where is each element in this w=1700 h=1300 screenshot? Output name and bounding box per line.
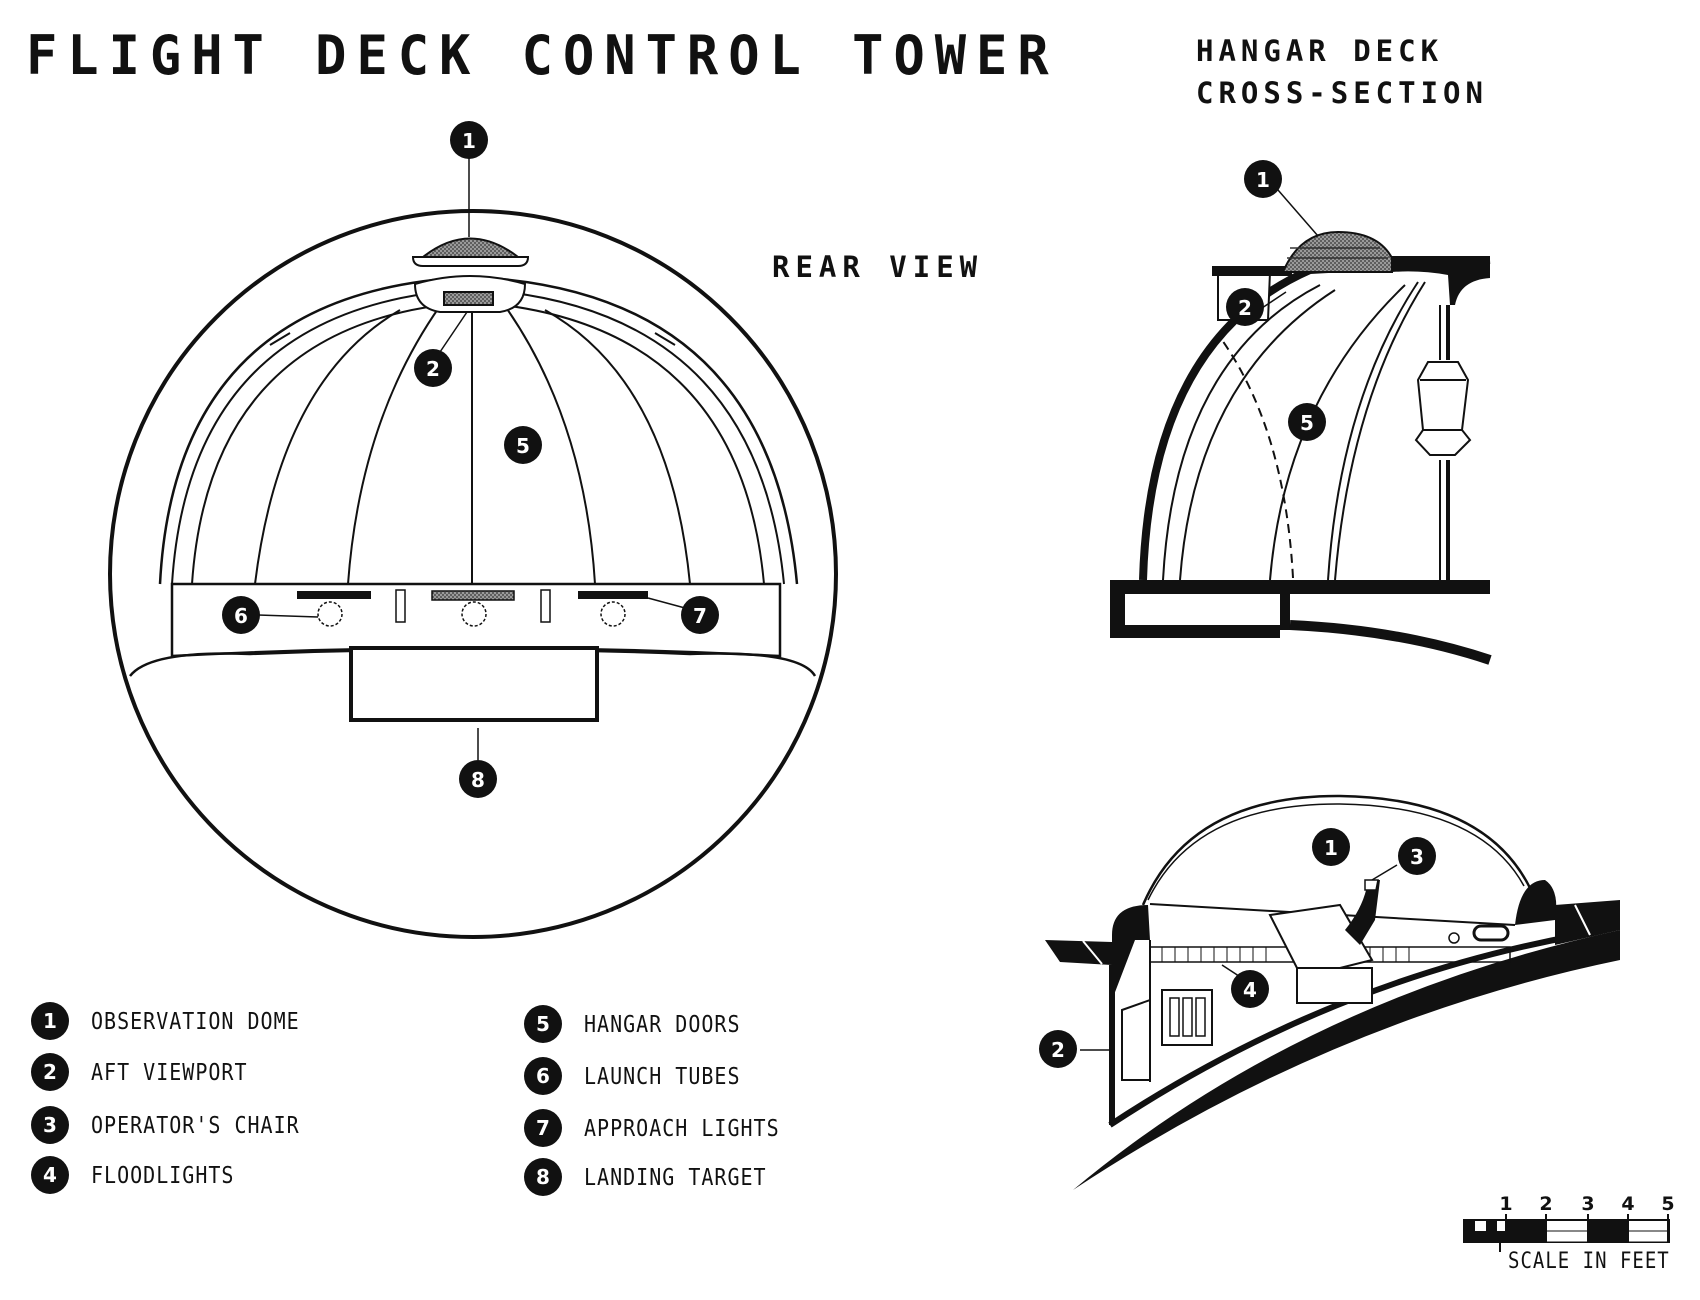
- legend-label: APPROACH LIGHTS: [584, 1114, 780, 1142]
- legend-label: OBSERVATION DOME: [91, 1007, 300, 1035]
- observation-dome: [420, 237, 521, 258]
- scale-tick-label: 1: [1499, 1193, 1512, 1215]
- scale-caption: SCALE IN FEET: [1508, 1248, 1670, 1274]
- callout-badge: 5: [504, 426, 542, 464]
- tower-outline: [108, 209, 838, 939]
- door-track-dashed: [1221, 339, 1294, 579]
- hangar-observation-dome: [1281, 230, 1393, 273]
- callout-number: 6: [234, 604, 248, 628]
- cockpit-cross-section: [1045, 794, 1620, 1190]
- hangar-shell: [1139, 256, 1491, 581]
- callout-badge: 5: [1288, 403, 1326, 441]
- hangar-callouts: 1 2 5: [1226, 160, 1326, 441]
- legend-item: 2 AFT VIEWPORT: [31, 1052, 248, 1092]
- callout-number: 2: [1238, 296, 1252, 320]
- callout-badge: 1: [1244, 160, 1282, 198]
- landing-target: [349, 646, 599, 722]
- legend-label: AFT VIEWPORT: [91, 1058, 248, 1086]
- legend-number: 8: [524, 1158, 562, 1196]
- legend-item: 3 OPERATOR'S CHAIR: [31, 1105, 300, 1145]
- legend-label: HANGAR DOORS: [584, 1010, 741, 1038]
- callout-badge: 8: [459, 760, 497, 798]
- callout-number: 2: [426, 357, 440, 381]
- legend-label: OPERATOR'S CHAIR: [91, 1111, 300, 1139]
- glass-dome: [1141, 794, 1532, 906]
- callout-number: 8: [471, 768, 485, 792]
- cockpit-hull: [1073, 930, 1620, 1190]
- callout-number: 5: [1300, 411, 1314, 435]
- rear-view: [108, 158, 838, 939]
- legend-item: 5 HANGAR DOORS: [524, 1004, 741, 1044]
- scale-tick-label: 2: [1539, 1193, 1552, 1215]
- callout-number: 1: [462, 129, 476, 153]
- callout-badge: 2: [414, 349, 452, 387]
- outer-arch: [158, 275, 799, 585]
- scale-bar: 1 2 3 4 5: [1463, 1193, 1675, 1252]
- scale-tick-label: 4: [1621, 1193, 1634, 1215]
- legend-label: FLOODLIGHTS: [91, 1161, 235, 1189]
- inner-arch-1: [171, 287, 785, 585]
- section-title-line-2: CROSS-SECTION: [1196, 76, 1488, 110]
- callout-badge: 1: [450, 121, 488, 159]
- legend-number: 2: [31, 1053, 69, 1091]
- legend-label: LAUNCH TUBES: [584, 1062, 741, 1090]
- inner-arch-2: [191, 300, 765, 585]
- callout-number: 3: [1410, 845, 1424, 869]
- hangar-lamp: [1414, 361, 1472, 456]
- legend-label: LANDING TARGET: [584, 1163, 767, 1191]
- callout-badge: 1: [1312, 828, 1350, 866]
- cockpit-callouts: 1 3 4 2: [1039, 828, 1436, 1068]
- callout-number: 4: [1243, 978, 1257, 1002]
- scale-tick-label: 5: [1661, 1193, 1674, 1215]
- legend-number: 4: [31, 1156, 69, 1194]
- callout-badge: 2: [1226, 288, 1264, 326]
- operator-chair: [1268, 903, 1374, 969]
- legend-item: 1 OBSERVATION DOME: [31, 1001, 300, 1041]
- callout-badge: 6: [222, 596, 260, 634]
- callout-badge: 2: [1039, 1030, 1077, 1068]
- callout-badge: 3: [1398, 837, 1436, 875]
- aft-viewport: [443, 291, 494, 306]
- legend-item: 6 LAUNCH TUBES: [524, 1056, 741, 1096]
- callout-number: 1: [1324, 836, 1338, 860]
- page-title: FLIGHT DECK CONTROL TOWER: [26, 24, 1059, 88]
- legend-item: 7 APPROACH LIGHTS: [524, 1108, 780, 1148]
- legend-item: 8 LANDING TARGET: [524, 1157, 767, 1197]
- legend-number: 7: [524, 1109, 562, 1147]
- callout-number: 2: [1051, 1038, 1065, 1062]
- callout-badge: 7: [681, 596, 719, 634]
- callout-number: 7: [693, 604, 707, 628]
- hangar-deck-floor: [1110, 580, 1490, 638]
- callout-number: 1: [1256, 168, 1270, 192]
- legend-number: 3: [31, 1106, 69, 1144]
- rear-view-label: REAR VIEW: [772, 250, 984, 284]
- legend-number: 6: [524, 1057, 562, 1095]
- rear-callouts: 1 2 5 6 7 8: [222, 121, 719, 798]
- legend-item: 4 FLOODLIGHTS: [31, 1155, 234, 1195]
- callout-number: 5: [516, 434, 530, 458]
- callout-badge: 4: [1231, 970, 1269, 1008]
- legend-number: 1: [31, 1002, 69, 1040]
- scale-tick-label: 3: [1581, 1193, 1594, 1215]
- legend-number: 5: [524, 1005, 562, 1043]
- section-title-line-1: HANGAR DECK: [1196, 34, 1444, 68]
